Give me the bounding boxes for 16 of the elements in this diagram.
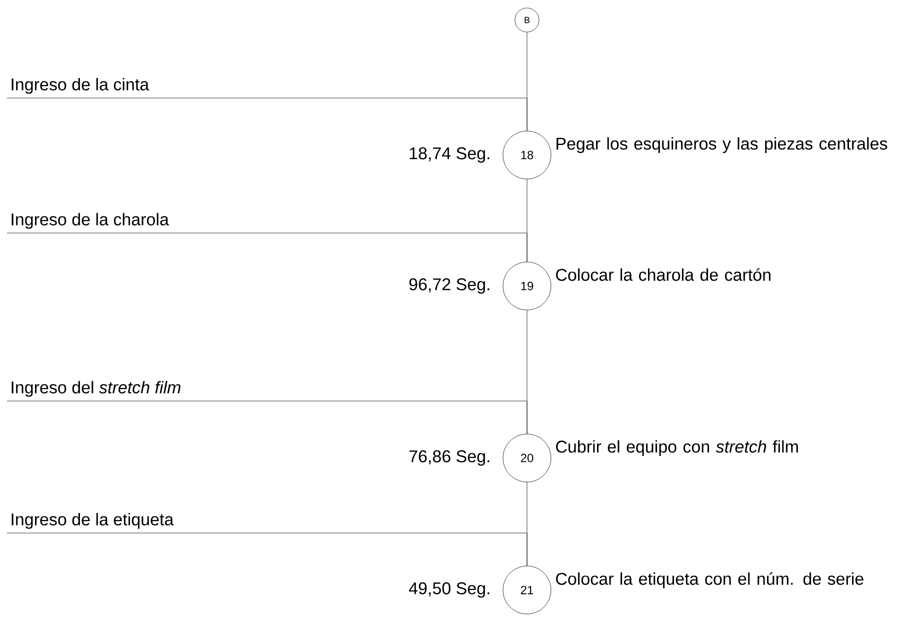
time-label: 18,74 Seg. [410,147,490,163]
input-line [6,400,528,434]
time-label: 49,50 Seg. [408,582,490,598]
input-label: Ingreso del stretch film [12,380,180,397]
operation-description: Colocar la etiqueta con el núm. de serie [556,572,864,588]
time-label: 76,86 Seg. [409,450,490,466]
operation-description: Cubrir el equipo con stretch film [556,440,798,456]
input-line [6,532,528,566]
input-label: Ingreso de la charola [12,212,169,229]
input-label: Ingreso de la cinta [12,78,150,94]
operation-description: Colocar la charola de cartón [556,268,770,281]
input-line [6,98,528,131]
operation-description: Pegar los esquineros y las piezas centrales [556,137,888,154]
input-line [6,232,528,262]
input-label: Ingreso de la etiqueta [12,512,174,529]
time-label: 96,72 Seg. [409,278,490,294]
